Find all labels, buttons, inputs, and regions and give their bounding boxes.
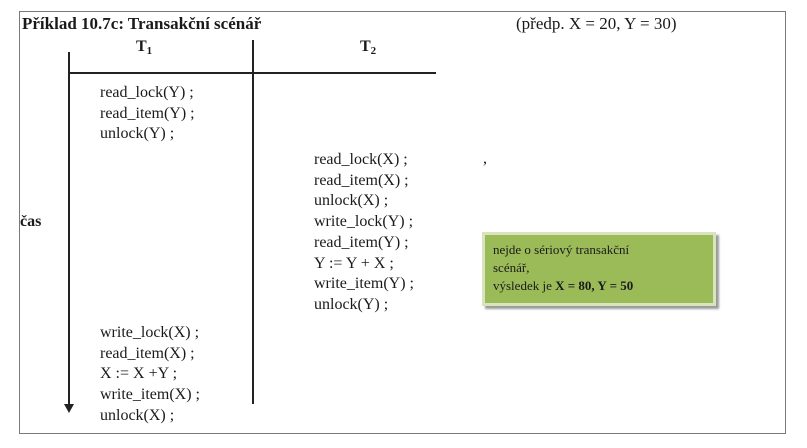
note-line-1: nejde o sériový transakční (493, 242, 630, 257)
slide-frame (19, 11, 786, 434)
column-header-t2-letter: T (360, 38, 371, 55)
note-result-values: X = 80, Y = 50 (555, 278, 634, 293)
time-axis-label: čas (20, 213, 42, 230)
operation: write_lock(X) ; (100, 324, 200, 341)
operation: read_item(Y) ; (314, 233, 409, 251)
note-result-prefix: výsledek je (493, 278, 556, 293)
operation: unlock(Y) ; (314, 295, 389, 313)
time-axis-arrowhead (64, 404, 74, 413)
operation: unlock(X) ; (100, 406, 175, 424)
note-line-2: scénář, (493, 260, 530, 275)
t2-operations: read_lock(X) ; read_item(X) ; unlock(X) … (314, 150, 414, 316)
column-divider (252, 40, 254, 404)
operation: read_lock(Y) ; (100, 84, 194, 101)
t1-operations-top: read_lock(Y) ; read_item(Y) ; unlock(Y) … (100, 83, 195, 145)
operation: unlock(Y) ; (100, 125, 175, 143)
operation: X := X +Y ; (100, 365, 178, 383)
operation: read_lock(X) ; (314, 151, 408, 168)
operation: write_item(X) ; (100, 386, 200, 404)
result-note: nejde o sériový transakční scénář, výsle… (482, 232, 716, 306)
t1-operations-bottom: write_lock(X) ; read_item(X) ; X := X +Y… (100, 323, 200, 427)
page-title: Příklad 10.7c: Transakční scénář (22, 14, 262, 33)
time-axis-line (68, 52, 70, 408)
operation: unlock(X) ; (314, 192, 389, 210)
note-line-3: výsledek je X = 80, Y = 50 (493, 277, 705, 295)
stray-comma: , (483, 150, 487, 167)
operation: Y := Y + X ; (314, 254, 394, 272)
column-header-t2-subscript: 2 (370, 45, 377, 57)
column-header-t2: T2 (360, 38, 376, 57)
column-header-t1-subscript: 1 (146, 45, 153, 57)
operation: read_item(X) ; (100, 344, 195, 362)
column-header-t1-letter: T (136, 38, 147, 55)
assumption-text: (předp. X = 20, Y = 30) (516, 14, 677, 33)
column-header-t1: T1 (136, 38, 152, 57)
operation: write_lock(Y) ; (314, 213, 414, 231)
operation: write_item(Y) ; (314, 275, 414, 293)
operation: read_item(X) ; (314, 171, 409, 189)
operation: read_item(Y) ; (100, 104, 195, 122)
